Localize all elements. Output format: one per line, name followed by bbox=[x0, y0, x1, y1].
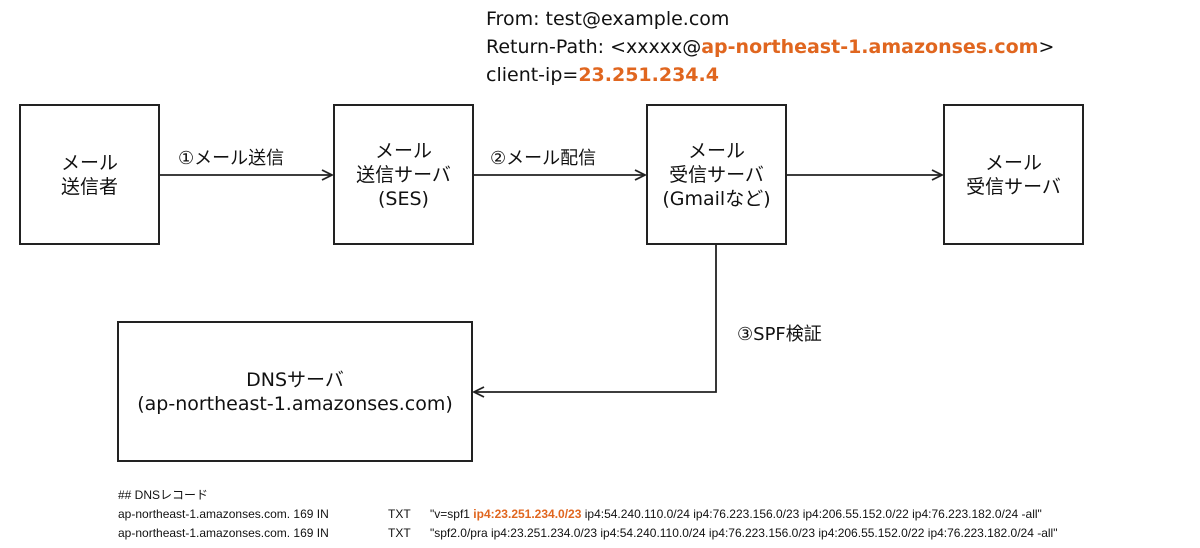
edge-label-spf-check: ③SPF検証 bbox=[737, 324, 822, 345]
box-dns-line2: (ap-northeast-1.amazonses.com) bbox=[137, 392, 453, 415]
client-ip-prefix: client-ip= bbox=[486, 64, 579, 86]
box-dns-server: DNSサーバ(ap-northeast-1.amazonses.com) bbox=[117, 321, 473, 462]
box-ses: メール送信サーバ(SES) bbox=[333, 104, 474, 245]
dns-record-value-highlight: ip4:23.251.234.0/23 bbox=[473, 507, 582, 521]
dns-record-type: TXT bbox=[388, 507, 411, 521]
box-receiver-line1: メール bbox=[984, 151, 1042, 174]
box-dns-line1: DNSサーバ bbox=[246, 368, 344, 391]
box-receiver-gmail-line1: メール bbox=[687, 139, 745, 162]
dns-record-row: ap-northeast-1.amazonses.com. 169 IN TXT… bbox=[118, 524, 1057, 543]
return-path-suffix: > bbox=[1038, 36, 1055, 58]
box-receiver-gmail: メール受信サーバ(Gmailなど) bbox=[646, 104, 787, 245]
box-sender-line2: 送信者 bbox=[60, 175, 118, 198]
edge-label-deliver: ②メール配信 bbox=[490, 148, 597, 169]
box-sender-line1: メール bbox=[60, 151, 118, 174]
return-path-domain: ap-northeast-1.amazonses.com bbox=[701, 36, 1039, 58]
return-path-prefix: Return-Path: <xxxxx@ bbox=[486, 36, 702, 58]
box-ses-line1: メール bbox=[374, 139, 432, 162]
dns-record-value-prefix: "v=spf1 bbox=[430, 507, 474, 521]
dns-record-value: "v=spf1 ip4:23.251.234.0/23 ip4:54.240.1… bbox=[430, 505, 1042, 524]
dns-record-row: ap-northeast-1.amazonses.com. 169 IN TXT… bbox=[118, 505, 1057, 524]
dns-record-name: ap-northeast-1.amazonses.com. 169 IN bbox=[118, 507, 329, 521]
dns-records: ## DNSレコード ap-northeast-1.amazonses.com.… bbox=[118, 486, 1057, 543]
arrow-spf-check bbox=[474, 245, 717, 392]
box-ses-line3: (SES) bbox=[378, 187, 429, 210]
box-ses-line2: 送信サーバ bbox=[356, 163, 451, 186]
edge-label-send: ①メール送信 bbox=[178, 148, 285, 169]
dns-record-value: "spf2.0/pra ip4:23.251.234.0/23 ip4:54.2… bbox=[430, 526, 1058, 540]
box-sender: メール送信者 bbox=[19, 104, 160, 245]
dns-records-heading: ## DNSレコード bbox=[118, 488, 209, 502]
box-receiver-line2: 受信サーバ bbox=[966, 175, 1061, 198]
header-client-ip: client-ip=23.251.234.4 bbox=[486, 66, 719, 85]
dns-record-name: ap-northeast-1.amazonses.com. 169 IN bbox=[118, 526, 329, 540]
header-from: From: test@example.com bbox=[486, 8, 730, 30]
header-return-path: Return-Path: <xxxxx@ap-northeast-1.amazo… bbox=[486, 38, 1054, 57]
box-receiver-gmail-line3: (Gmailなど) bbox=[662, 187, 771, 210]
client-ip-value: 23.251.234.4 bbox=[578, 64, 719, 86]
box-receiver: メール受信サーバ bbox=[943, 104, 1084, 245]
box-receiver-gmail-line2: 受信サーバ bbox=[669, 163, 764, 186]
dns-record-type: TXT bbox=[388, 526, 411, 540]
dns-record-value-suffix: ip4:54.240.110.0/24 ip4:76.223.156.0/23 … bbox=[581, 507, 1042, 521]
